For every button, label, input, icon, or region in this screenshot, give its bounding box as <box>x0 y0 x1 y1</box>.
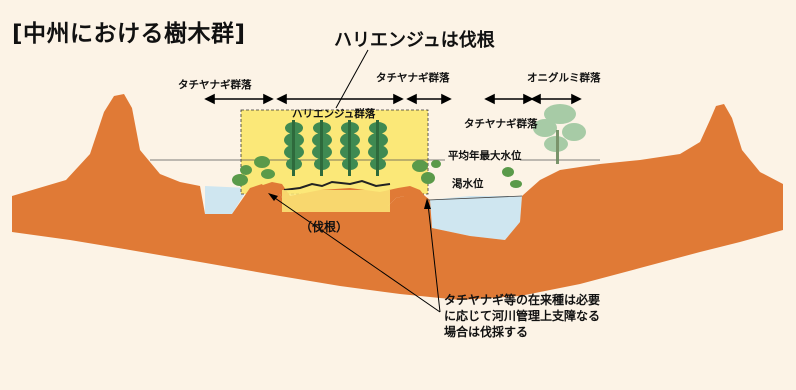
low-water-line <box>427 195 523 201</box>
note-line: 場合は伐採する <box>444 325 529 339</box>
label-tachiyanagi-left: タチヤナギ群落 <box>178 79 252 91</box>
cut-roots-box <box>282 190 390 212</box>
label-cut-roots: （伐根） <box>300 220 349 234</box>
note-text: タチヤナギ等の在来種は必要 に応じて河川管理上支障なる 場合は伐採する <box>444 292 704 340</box>
harienju-trees <box>284 120 388 176</box>
note-line: タチヤナギ等の在来種は必要 <box>444 293 601 307</box>
river-bed-ground <box>12 94 783 300</box>
willow-shrub <box>502 167 522 188</box>
cut-root-line <box>283 179 391 191</box>
label-avg-max-water: 平均年最大水位 <box>448 150 522 162</box>
label-tachiyanagi-right: タチヤナギ群落 <box>464 118 538 130</box>
tachiyanagi-shrubs <box>232 156 522 188</box>
right-water <box>428 196 522 240</box>
range-arrows <box>204 93 582 105</box>
label-harienju-group: ハリエンジュ群落 <box>292 108 376 120</box>
harienju-zone <box>240 109 429 195</box>
label-tachiyanagi-center: タチヤナギ群落 <box>376 72 450 84</box>
note-line: に応じて河川管理上支障なる <box>444 309 601 323</box>
harienju-tree <box>284 120 304 176</box>
willow-shrub <box>232 156 275 186</box>
note-pointer <box>268 193 441 313</box>
harienju-tree <box>340 120 360 176</box>
left-water <box>205 186 248 214</box>
label-low-water: 渇水位 <box>452 178 484 190</box>
main-label-leader <box>335 49 369 109</box>
main-label: ハリエンジュは伐根 <box>334 30 495 51</box>
diagram-title: [中州における樹木群] <box>12 21 246 47</box>
label-onigurumi: オニグルミ群落 <box>527 72 601 84</box>
willow-shrub <box>412 160 441 184</box>
harienju-tree <box>312 120 332 176</box>
harienju-tree <box>368 120 388 176</box>
onigurumi-tree <box>533 104 586 164</box>
